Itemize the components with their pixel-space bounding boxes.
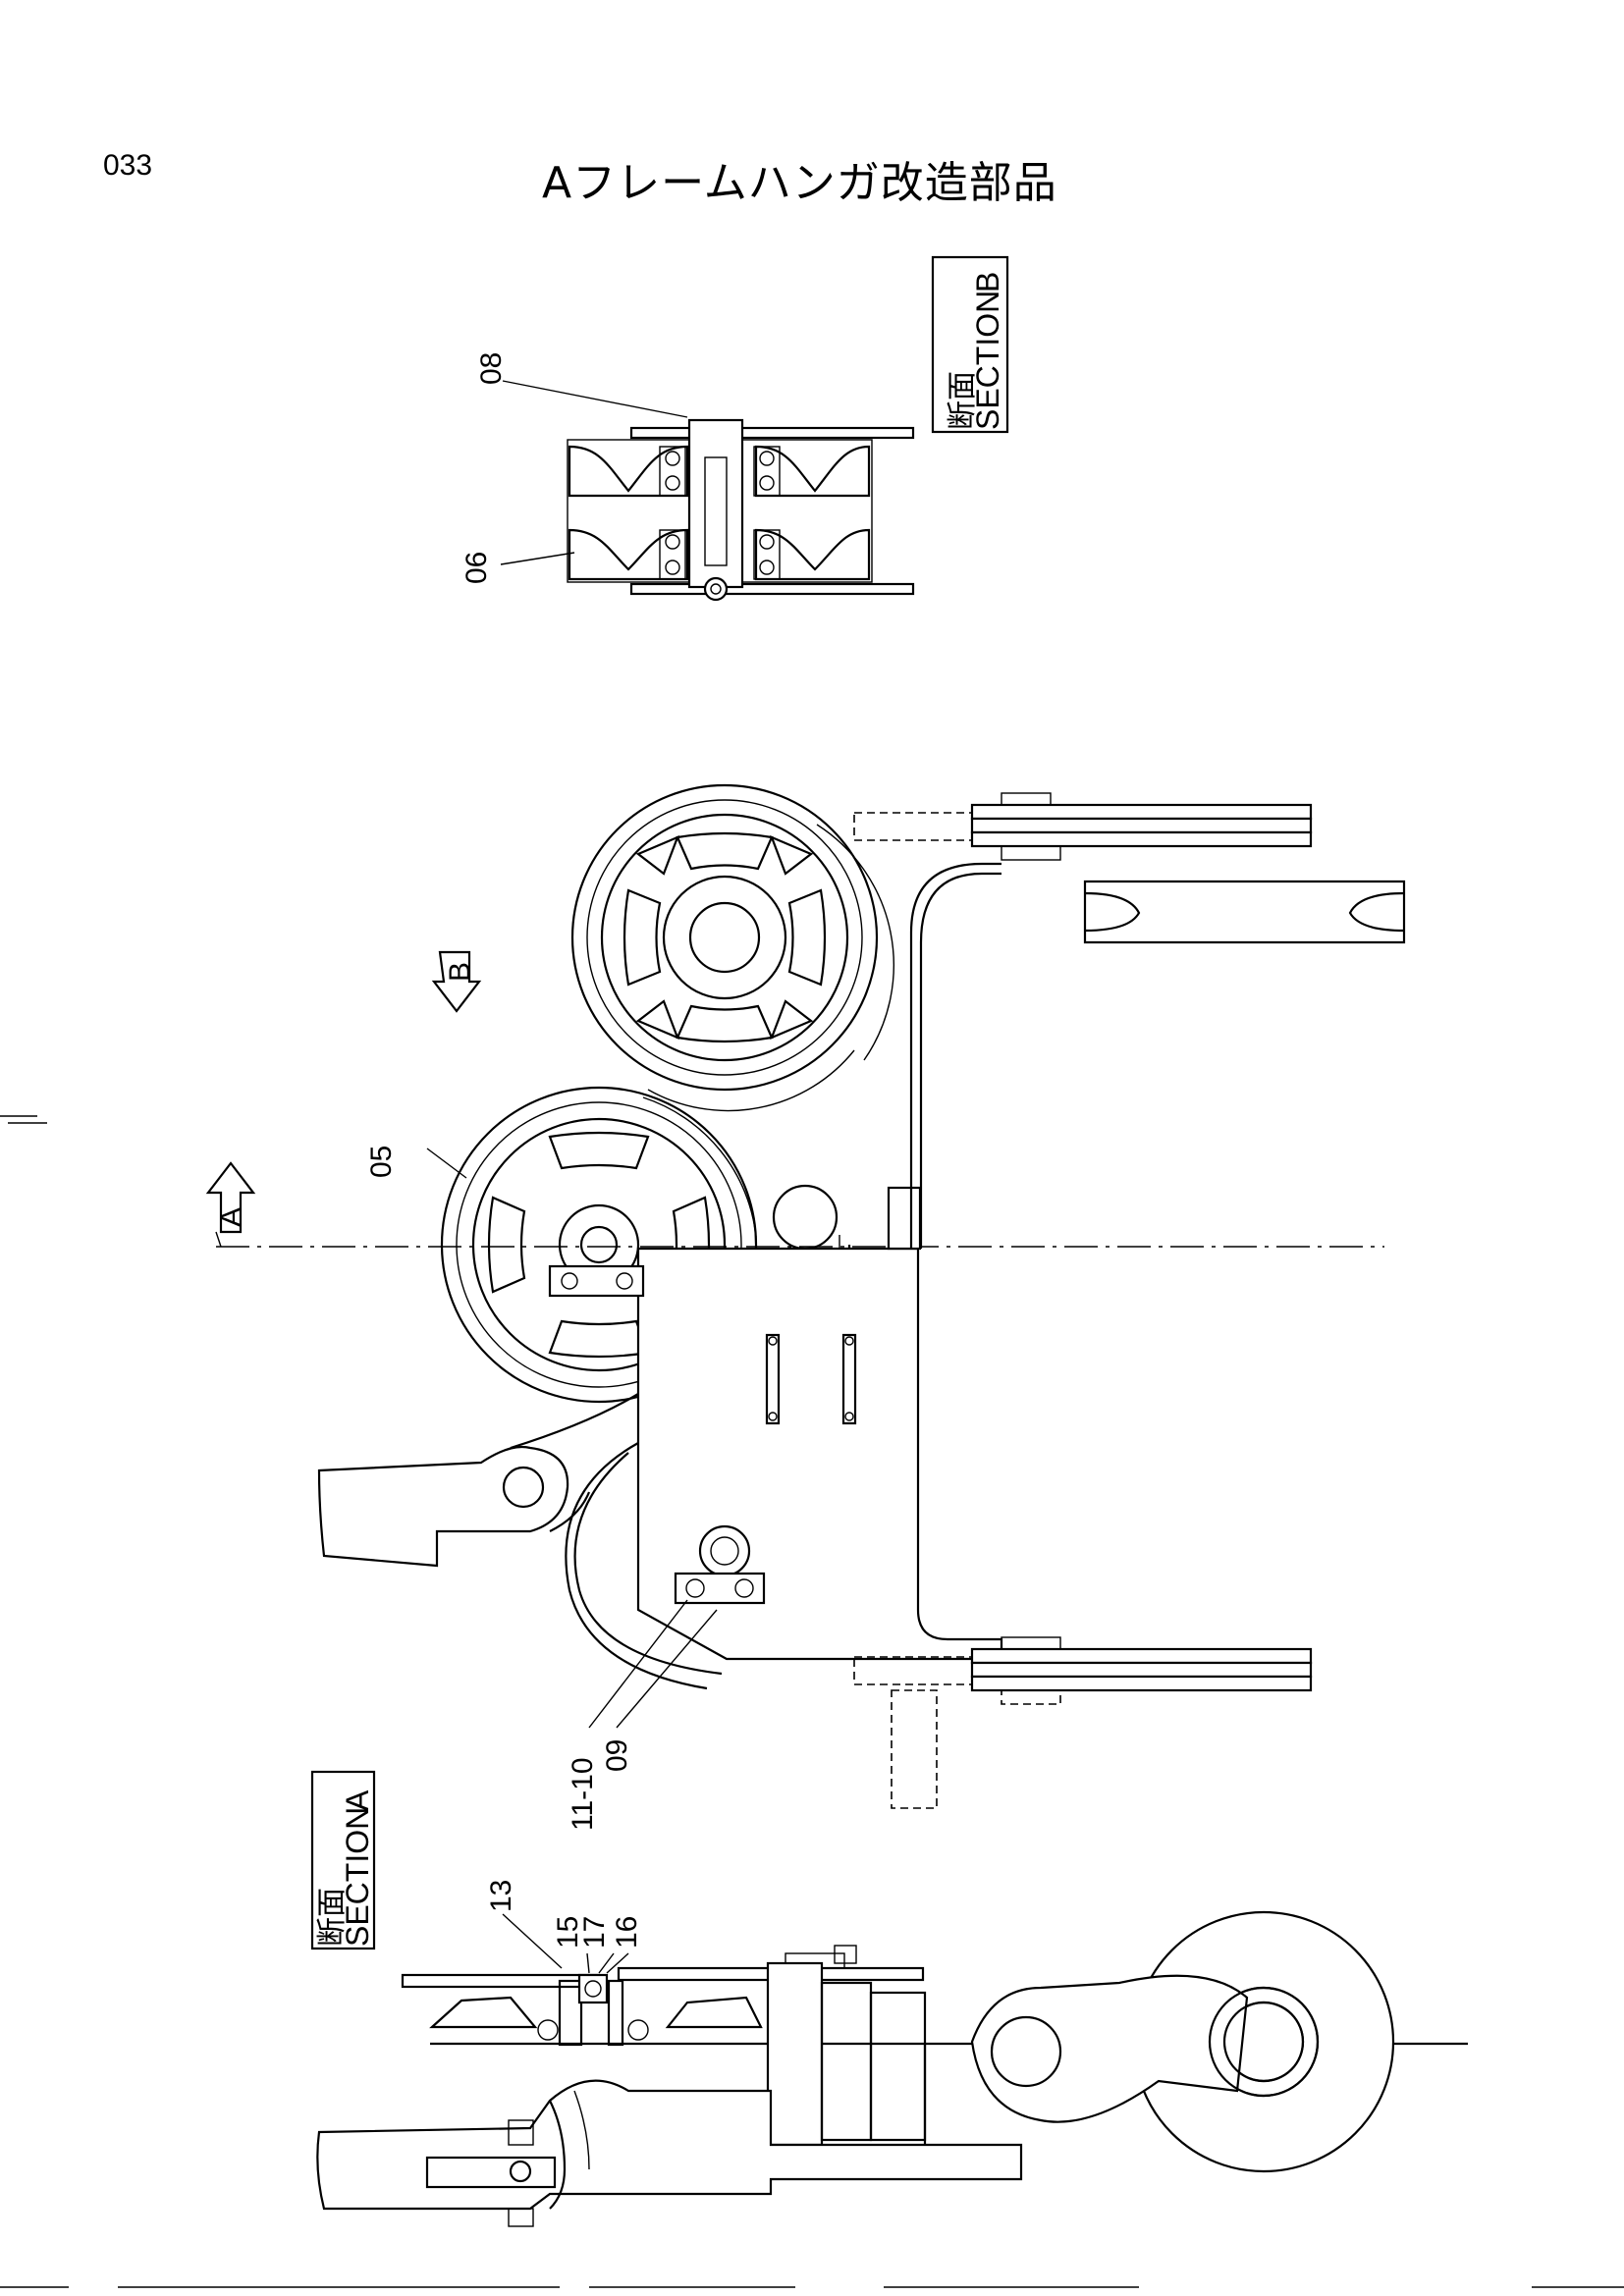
lower-right-plates (853, 1636, 1313, 1809)
section-b-label: 断面 SECTION B (931, 255, 1009, 434)
wheel-05 (440, 1086, 758, 1404)
section-b-en: SECTION (970, 291, 1005, 430)
section-b-marker: B (431, 950, 482, 1013)
section-a-marker: A (205, 1161, 256, 1248)
callout-17: 17 (578, 1916, 611, 1949)
section-a-jp: 断面 (315, 1888, 350, 1947)
marker-a-letter: A (215, 1207, 247, 1227)
section-b-jp: 断面 (946, 371, 980, 430)
a-frame-body (548, 862, 1003, 1661)
section-a-en: SECTION (340, 1807, 375, 1947)
section-a-view: 断面 SECTION A 13 15 17 16 (310, 1770, 1468, 2227)
callout-06: 06 (460, 552, 493, 584)
callout-09: 09 (601, 1739, 633, 1772)
upper-right-plates (853, 792, 1406, 944)
callout-11-10: 11-10 (567, 1757, 599, 1831)
section-b-letter: B (970, 272, 1005, 293)
callout-15: 15 (552, 1916, 584, 1949)
main-side-view: A B (0, 783, 1406, 1831)
page-title: Aフレームハンガ改造部品 (542, 158, 1057, 208)
section-a-label: 断面 SECTION A (310, 1770, 376, 1950)
section-b-view: 断面 SECTION B 08 06 (460, 255, 1009, 602)
marker-b-letter: B (444, 962, 476, 982)
callout-16: 16 (611, 1916, 643, 1949)
upper-right-wheel (570, 783, 894, 1112)
callout-13: 13 (485, 1880, 517, 1912)
callout-08: 08 (475, 352, 508, 385)
section-a-letter: A (340, 1789, 375, 1811)
page-code: 033 (103, 149, 153, 182)
left-arm (317, 1393, 639, 1568)
callout-05: 05 (365, 1146, 398, 1178)
